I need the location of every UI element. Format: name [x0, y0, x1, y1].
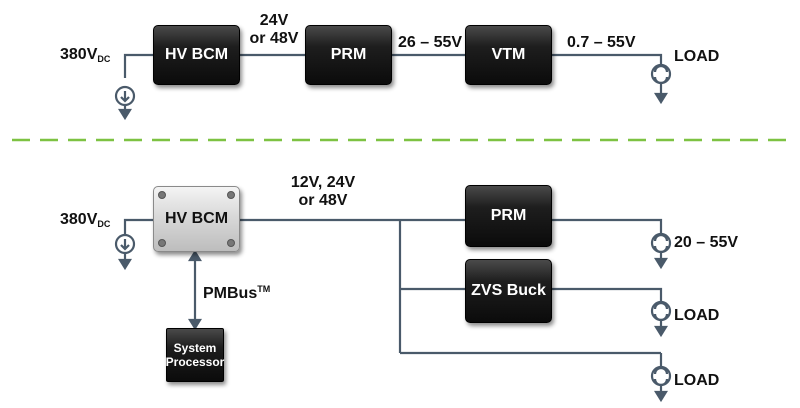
bottom-load2-label: LOAD [674, 307, 720, 324]
bottom-load3-label: LOAD [674, 372, 720, 389]
bottom-prm-block: PRM [465, 185, 552, 247]
top-hv-bcm-block: HV BCM [153, 25, 240, 85]
top-prm-output-voltage: 26 – 55V [398, 34, 463, 51]
bottom-prm-label: PRM [490, 207, 527, 224]
top-bcm-output-voltage: 24V or 48V [249, 12, 299, 47]
top-load-label: LOAD [674, 48, 720, 65]
top-source-arrow [120, 91, 130, 103]
top-vtm-output-voltage: 0.7 – 55V [567, 34, 636, 51]
bottom-hv-bcm-label: HV BCM [164, 210, 229, 227]
system-processor-line1: System [173, 341, 217, 355]
top-prm-block: PRM [305, 25, 392, 85]
top-input-wire [123, 53, 153, 78]
top-input-label: 380VDC [60, 46, 111, 64]
pmbus-label: PMBusTM [203, 284, 271, 302]
top-vtm-block: VTM [465, 25, 552, 85]
bottom-input-wire [123, 218, 153, 235]
zvs-buck-label: ZVS Buck [471, 282, 546, 299]
zvs-buck-block: ZVS Buck [465, 259, 552, 323]
top-vtm-label: VTM [491, 46, 526, 63]
bottom-hv-bcm-block: HV BCM [153, 186, 240, 252]
bottom-bus-voltage: 12V, 24V or 48V [290, 174, 356, 209]
bottom-wire-prm-out [552, 218, 663, 234]
bottom-wire-zvs-out [552, 287, 663, 302]
system-processor-block: System Processor [166, 328, 224, 382]
top-hv-bcm-label: HV BCM [164, 46, 229, 63]
system-processor-line2: Processor [165, 355, 225, 369]
bottom-prm-output-voltage: 20 – 55V [674, 234, 739, 251]
top-wire-vtm-load [552, 53, 663, 65]
bottom-input-label: 380VDC [60, 211, 111, 229]
top-prm-label: PRM [330, 46, 367, 63]
